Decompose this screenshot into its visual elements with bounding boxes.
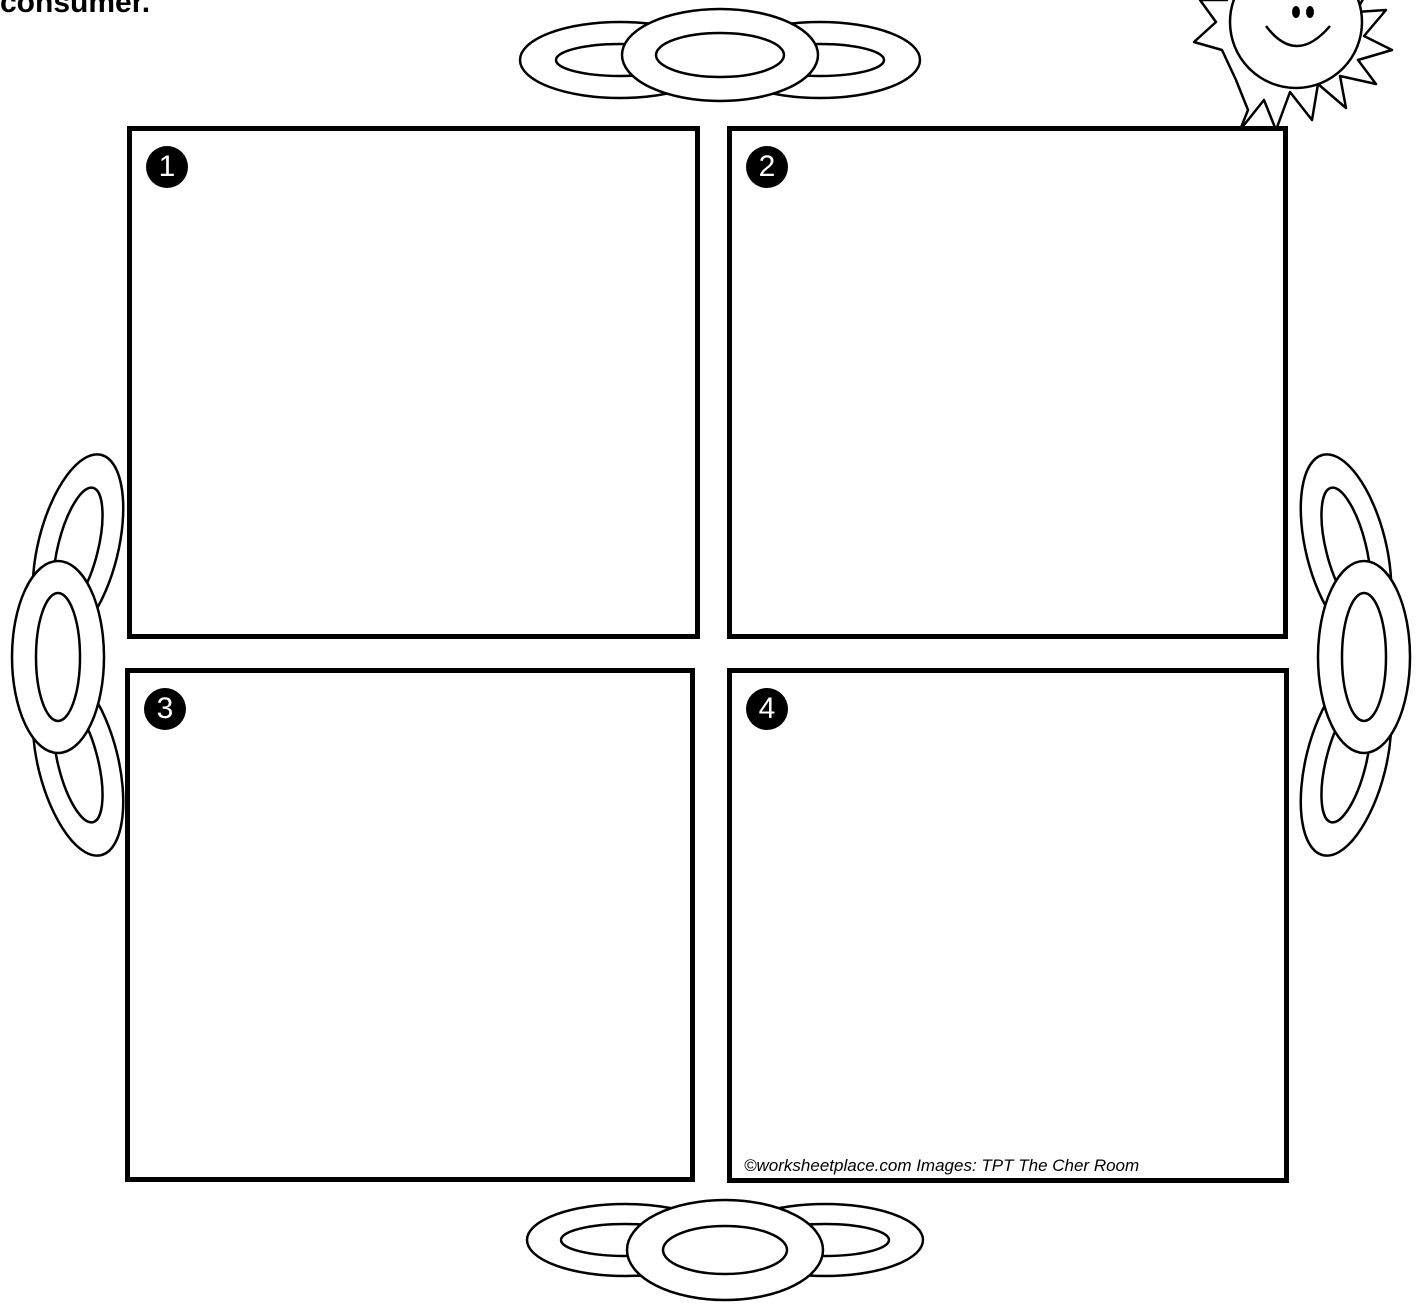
chain-left-icon [4,452,128,862]
panel-4[interactable]: 4 ©worksheetplace.com Images: TPT The Ch… [727,668,1289,1183]
page-heading: consumer. [0,0,150,20]
credit-line: ©worksheetplace.com Images: TPT The Cher… [744,1156,1139,1176]
panel-number-badge: 4 [746,688,788,730]
panel-number-badge: 1 [146,146,188,188]
chain-bottom-icon [515,1188,935,1306]
chain-right-icon [1290,452,1420,862]
chain-top-icon [510,0,930,110]
panel-2[interactable]: 2 [727,126,1288,639]
panel-number-badge: 3 [144,688,186,730]
panel-3[interactable]: 3 [125,668,695,1182]
panel-1[interactable]: 1 [127,126,700,639]
panel-number-badge: 2 [746,146,788,188]
